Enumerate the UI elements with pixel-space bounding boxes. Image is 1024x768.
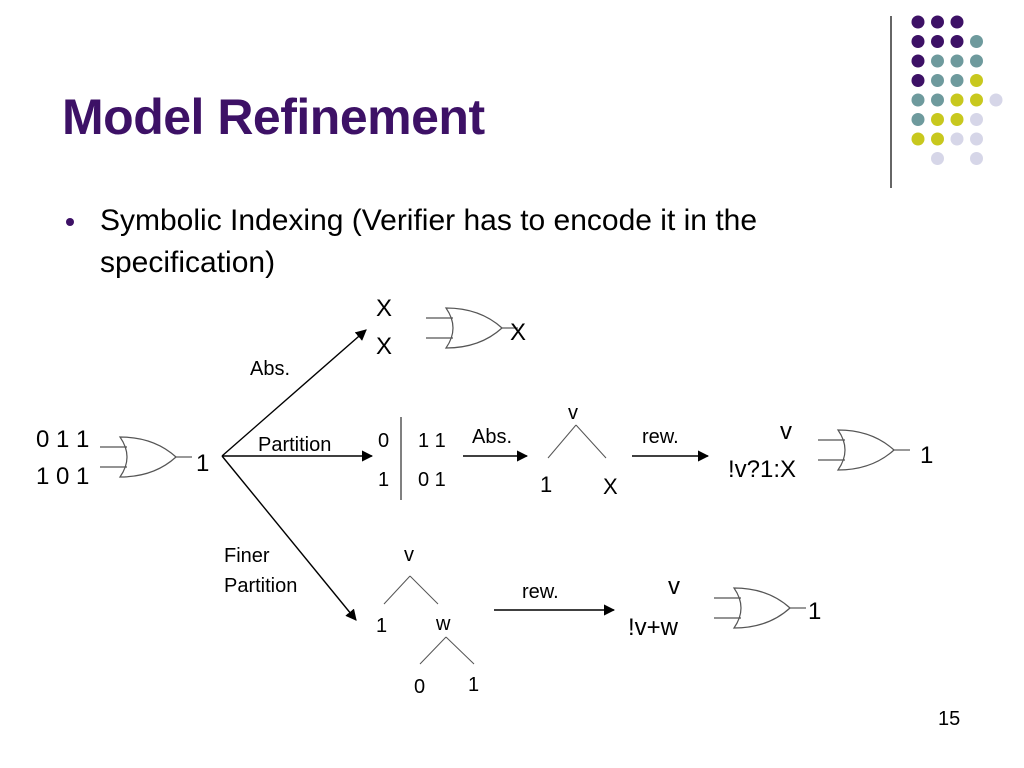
tree2-root: v bbox=[404, 544, 414, 566]
decorative-dot bbox=[931, 54, 944, 68]
tree2-mid: w bbox=[435, 613, 451, 635]
tree1-left: 1 bbox=[540, 472, 552, 497]
decorative-dot bbox=[989, 93, 1003, 107]
decorative-dot bbox=[970, 93, 983, 107]
decorative-dot bbox=[931, 132, 944, 146]
decorative-dot bbox=[911, 132, 925, 146]
decorative-dot bbox=[970, 54, 983, 68]
decorative-dot bbox=[970, 74, 983, 87]
partition-row2-left: 1 bbox=[378, 469, 389, 491]
bullet-text: Symbolic Indexing (Verifier has to encod… bbox=[100, 204, 758, 279]
decorative-dot bbox=[911, 113, 925, 126]
tree2-leaf-left: 0 bbox=[414, 676, 425, 698]
bot-expr-top: v bbox=[668, 573, 680, 600]
rew-label-mid: rew. bbox=[642, 426, 679, 448]
decorative-dot bbox=[931, 35, 944, 48]
decorative-dot bbox=[950, 113, 964, 126]
tree2-edge-right bbox=[409, 575, 439, 605]
bot-expr-bottom: !v+w bbox=[628, 614, 679, 641]
or-gate-bottom bbox=[713, 587, 807, 629]
decorative-dot bbox=[950, 35, 964, 48]
decorative-dot bbox=[970, 132, 983, 146]
bot-output-value: 1 bbox=[808, 598, 821, 625]
decorative-dot bbox=[931, 113, 944, 126]
decorative-dot bbox=[911, 54, 925, 68]
page-number: 15 bbox=[938, 708, 961, 730]
arrow-abstraction bbox=[221, 329, 367, 457]
or-gate-input bbox=[99, 436, 193, 478]
mid-expr-top: v bbox=[780, 418, 792, 445]
decorative-dot bbox=[950, 132, 964, 146]
top-output-value: X bbox=[510, 319, 526, 346]
top-input-1: X bbox=[376, 295, 392, 322]
finer-label-line1: Finer bbox=[224, 545, 270, 567]
decorative-dot bbox=[950, 93, 964, 107]
top-input-2: X bbox=[376, 333, 392, 360]
decorative-dot bbox=[931, 15, 944, 29]
slide-title: Model Refinement bbox=[62, 89, 485, 145]
or-gate-mid bbox=[817, 429, 911, 471]
mid-output-value: 1 bbox=[920, 442, 933, 469]
input-row-2: 1 0 1 bbox=[36, 463, 89, 490]
decorative-dot bbox=[970, 113, 983, 126]
tree2-edge-leaf-left bbox=[419, 636, 447, 665]
decorative-dot bbox=[911, 74, 925, 87]
tree1-edge-left bbox=[547, 424, 577, 459]
input-row-1: 0 1 1 bbox=[36, 426, 89, 453]
bullet-icon bbox=[66, 218, 74, 226]
or-gate-top bbox=[425, 307, 519, 349]
tree2-edge-leaf-right bbox=[445, 636, 475, 665]
tree2-left: 1 bbox=[376, 615, 387, 637]
decorative-vertical-line bbox=[890, 16, 892, 188]
decorative-dot bbox=[931, 74, 944, 87]
partition-label: Partition bbox=[258, 434, 331, 456]
abs-label-mid: Abs. bbox=[472, 426, 512, 448]
decorative-dot bbox=[950, 15, 964, 29]
mid-expr-bottom: !v?1:X bbox=[728, 456, 796, 483]
decorative-dot bbox=[911, 15, 925, 29]
decorative-dot bbox=[950, 74, 964, 87]
decorative-dot-grid bbox=[911, 15, 1003, 165]
tree1-right: X bbox=[603, 474, 618, 499]
arrow-finer-partition bbox=[221, 455, 357, 621]
gate-output-value: 1 bbox=[196, 450, 209, 477]
decorative-dot bbox=[911, 93, 925, 107]
partition-row1-right: 1 1 bbox=[418, 430, 446, 452]
tree2-leaf-right: 1 bbox=[468, 674, 479, 696]
tree2-edge-left bbox=[383, 575, 411, 605]
decorative-dot bbox=[931, 152, 944, 165]
partition-row1-left: 0 bbox=[378, 430, 389, 452]
tree1-edge-right bbox=[575, 424, 607, 459]
decorative-dot bbox=[931, 93, 944, 107]
decorative-dot bbox=[950, 54, 964, 68]
decorative-dot bbox=[970, 152, 983, 165]
decorative-dot bbox=[970, 35, 983, 48]
abs-label-top: Abs. bbox=[250, 358, 290, 380]
decorative-dot bbox=[911, 35, 925, 48]
tree1-root: v bbox=[568, 402, 578, 424]
finer-label-line2: Partition bbox=[224, 575, 297, 597]
rew-label-bot: rew. bbox=[522, 581, 559, 603]
partition-row2-right: 0 1 bbox=[418, 469, 446, 491]
